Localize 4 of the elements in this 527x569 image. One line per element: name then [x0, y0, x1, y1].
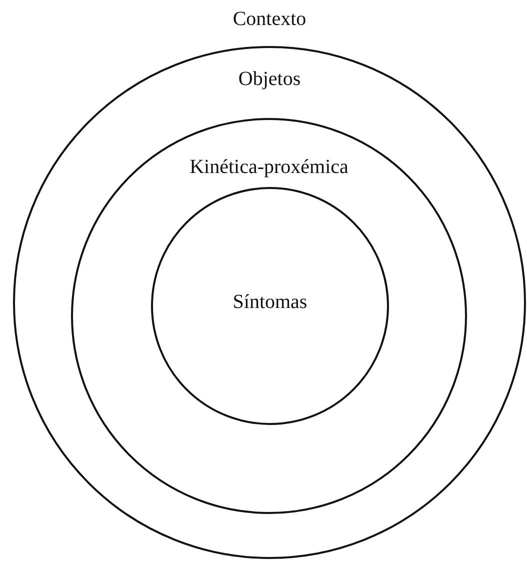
circle-label: Síntomas: [232, 291, 308, 314]
context-label: Contexto: [232, 8, 306, 30]
circle-label: Objetos: [238, 68, 301, 91]
circle-label: Kinética-proxémica: [190, 156, 348, 179]
